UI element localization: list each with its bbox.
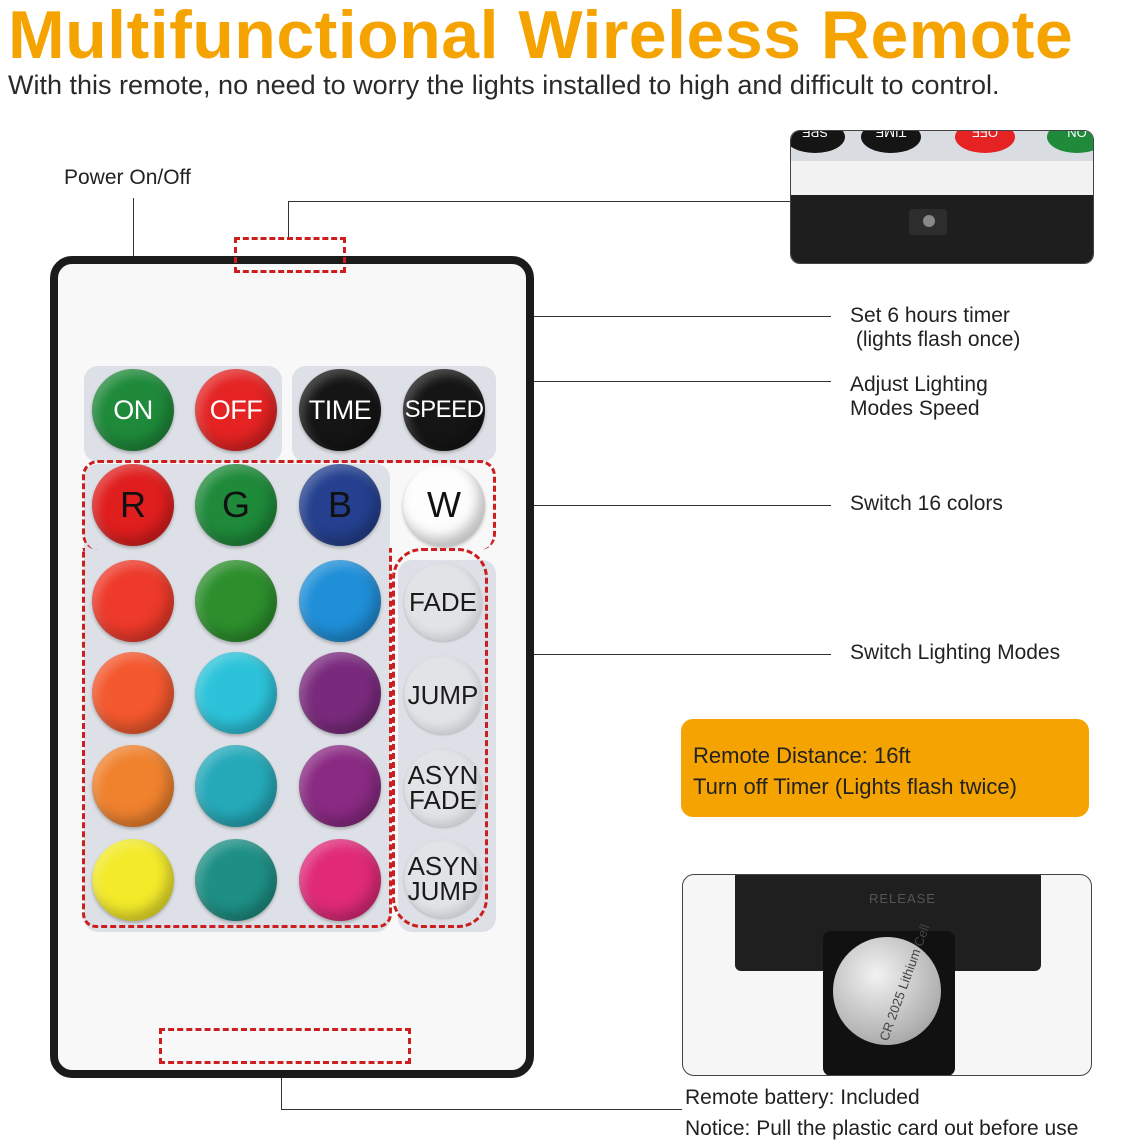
color-button-r2c3[interactable] bbox=[299, 652, 381, 734]
color-button-r1c2[interactable] bbox=[195, 560, 277, 642]
color-button-r1c3[interactable] bbox=[299, 560, 381, 642]
sensor-highlight bbox=[234, 237, 346, 273]
on-button[interactable]: ON bbox=[92, 369, 174, 451]
asyn-fade-line2: FADE bbox=[409, 785, 477, 815]
asyn-fade-line1: ASYN bbox=[407, 760, 479, 790]
leader-colors-h bbox=[494, 505, 831, 506]
label-speed: Adjust Lighting Modes Speed bbox=[850, 373, 988, 420]
label-battery: Remote battery: Included bbox=[685, 1086, 920, 1109]
color-button-r1c1[interactable] bbox=[92, 560, 174, 642]
off-button-label: OFF bbox=[209, 394, 263, 425]
time-button[interactable]: TIME bbox=[299, 369, 381, 451]
info-distance: Remote Distance: 16ft bbox=[693, 743, 911, 768]
inset-key-off-label: OFF bbox=[972, 130, 998, 140]
speed-button-label: SPEED bbox=[404, 396, 484, 423]
color-button-r3c2[interactable] bbox=[195, 745, 277, 827]
leader-battery-v bbox=[281, 1064, 282, 1110]
white-button[interactable]: W bbox=[403, 464, 485, 546]
label-notice: Notice: Pull the plastic card out before… bbox=[685, 1117, 1079, 1140]
color-button-r2c1[interactable] bbox=[92, 652, 174, 734]
blue-button[interactable]: B bbox=[299, 464, 381, 546]
info-box: Remote Distance: 16ft Turn off Timer (Li… bbox=[681, 719, 1089, 817]
jump-button-label: JUMP bbox=[407, 679, 479, 710]
white-button-label: W bbox=[427, 484, 461, 525]
red-button-label: R bbox=[120, 484, 146, 525]
jump-button[interactable]: JUMP bbox=[404, 656, 482, 734]
label-modes: Switch Lighting Modes bbox=[850, 641, 1061, 664]
battery-highlight bbox=[159, 1028, 411, 1064]
color-button-r4c3[interactable] bbox=[299, 839, 381, 921]
color-button-r2c2[interactable] bbox=[195, 652, 277, 734]
label-colors: Switch 16 colors bbox=[850, 492, 1003, 515]
on-button-label: ON bbox=[113, 394, 153, 425]
leader-sensor-h bbox=[288, 201, 790, 202]
asyn-jump-line1: ASYN bbox=[407, 851, 479, 881]
off-button[interactable]: OFF bbox=[195, 369, 277, 451]
color-button-r3c3[interactable] bbox=[299, 745, 381, 827]
leader-timer-h bbox=[341, 316, 831, 317]
color-grid-highlight bbox=[82, 548, 392, 928]
label-timer: Set 6 hours timer (lights flash once) bbox=[850, 304, 1021, 351]
red-button[interactable]: R bbox=[92, 464, 174, 546]
green-button-label: G bbox=[221, 484, 250, 525]
fade-button-label: FADE bbox=[409, 586, 477, 617]
coin-battery-icon bbox=[833, 937, 941, 1045]
modes-highlight bbox=[392, 548, 488, 928]
label-power: Power On/Off bbox=[64, 166, 191, 189]
speed-button[interactable]: SPEED bbox=[403, 369, 485, 451]
battery-closeup-image: RELEASE CR 2025 Lithium Cell bbox=[682, 874, 1092, 1076]
inset-key-spe-label: SPE bbox=[802, 130, 829, 140]
leader-battery-h bbox=[281, 1109, 682, 1110]
color-button-r4c2[interactable] bbox=[195, 839, 277, 921]
green-button[interactable]: G bbox=[195, 464, 277, 546]
page-subtitle: With this remote, no need to worry the l… bbox=[8, 70, 1000, 100]
time-button-label: TIME bbox=[308, 394, 372, 425]
color-button-r4c1[interactable] bbox=[92, 839, 174, 921]
leader-sensor-v bbox=[288, 201, 289, 237]
leader-modes-h bbox=[486, 654, 831, 655]
inset-key-time-label: TIME bbox=[875, 130, 907, 140]
page-title: Multifunctional Wireless Remote bbox=[8, 0, 1074, 73]
info-timer: Turn off Timer (Lights flash twice) bbox=[693, 774, 1017, 799]
colors-highlight bbox=[82, 460, 496, 550]
blue-button-label: B bbox=[327, 484, 352, 525]
inset-key-on-label: ON bbox=[1067, 130, 1087, 140]
release-text: RELEASE bbox=[869, 891, 936, 906]
sensor-closeup-image: SPE TIME OFF ON bbox=[790, 130, 1094, 264]
leader-speed-h bbox=[490, 381, 831, 382]
color-button-r3c1[interactable] bbox=[92, 745, 174, 827]
ir-led-icon bbox=[923, 215, 935, 227]
